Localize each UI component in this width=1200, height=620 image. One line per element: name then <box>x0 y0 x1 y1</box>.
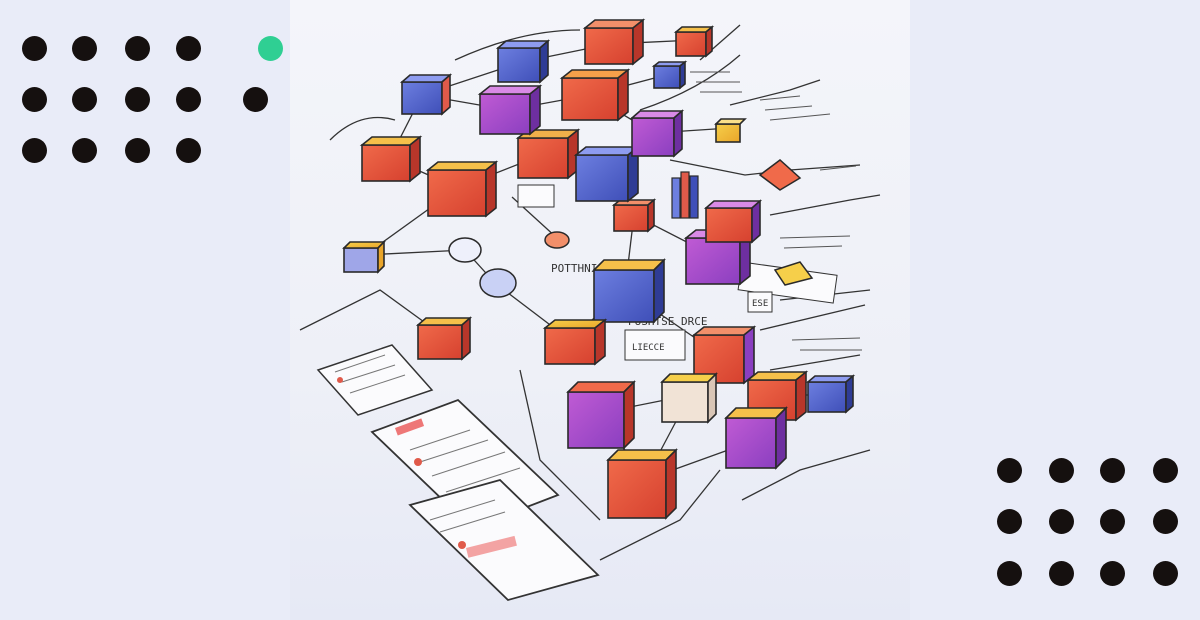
cube-node <box>805 374 856 414</box>
dot <box>125 36 150 61</box>
dot <box>1100 561 1125 586</box>
dot <box>22 36 47 61</box>
dot <box>1049 509 1074 534</box>
dot <box>1100 458 1125 483</box>
cube-node <box>573 145 641 203</box>
cube-node <box>714 118 747 143</box>
ui-panel-sketch-1 <box>316 344 434 416</box>
cube-node <box>342 240 386 274</box>
cube-node <box>359 135 423 183</box>
sketch-notes: POTTHNI PUSHTSE DRCE LIECCE ESE <box>517 71 862 361</box>
cube-node <box>651 60 688 90</box>
network-sketch-illustration: POTTHNI PUSHTSE DRCE LIECCE ESE <box>290 0 910 620</box>
cube-node <box>399 73 453 116</box>
round-nodes <box>448 159 814 298</box>
dot <box>1153 458 1178 483</box>
note-label-c: ESE <box>752 299 768 309</box>
cube-node <box>592 258 666 324</box>
dot <box>997 458 1022 483</box>
cube-node <box>660 372 718 424</box>
dot <box>22 87 47 112</box>
dot <box>72 138 97 163</box>
dot <box>22 138 47 163</box>
cube-node <box>566 380 636 450</box>
cube-node <box>559 68 631 122</box>
dot <box>997 561 1022 586</box>
dot <box>243 87 268 112</box>
cube-node <box>425 160 499 218</box>
cube-node <box>724 406 788 470</box>
cube-node <box>542 318 608 366</box>
cube-node <box>477 84 543 136</box>
cube-node <box>629 109 685 158</box>
dot <box>72 36 97 61</box>
dot <box>1153 509 1178 534</box>
cube-node <box>606 448 678 520</box>
dot <box>72 87 97 112</box>
dot <box>1049 561 1074 586</box>
note-label-b: LIECCE <box>632 343 665 353</box>
cube-node <box>611 198 657 233</box>
sketch-drawing: POTTHNI PUSHTSE DRCE LIECCE ESE <box>299 18 881 602</box>
ui-panel-sketch-3 <box>408 478 600 602</box>
cube-node <box>673 25 715 58</box>
dot <box>997 509 1022 534</box>
cube-node <box>515 128 581 180</box>
note-label-a: POTTHNI <box>551 262 597 275</box>
books-sketch <box>671 171 699 219</box>
dot <box>1049 458 1074 483</box>
accent-dot-green <box>258 36 283 61</box>
dot <box>1100 509 1125 534</box>
cube-node <box>582 18 646 66</box>
cube-nodes <box>342 18 856 520</box>
cube-node <box>703 199 763 244</box>
cube-node <box>495 39 551 84</box>
dot <box>176 138 201 163</box>
cube-node <box>415 316 473 361</box>
dot <box>1153 561 1178 586</box>
dot <box>125 138 150 163</box>
dot <box>176 36 201 61</box>
dot <box>125 87 150 112</box>
dot <box>176 87 201 112</box>
